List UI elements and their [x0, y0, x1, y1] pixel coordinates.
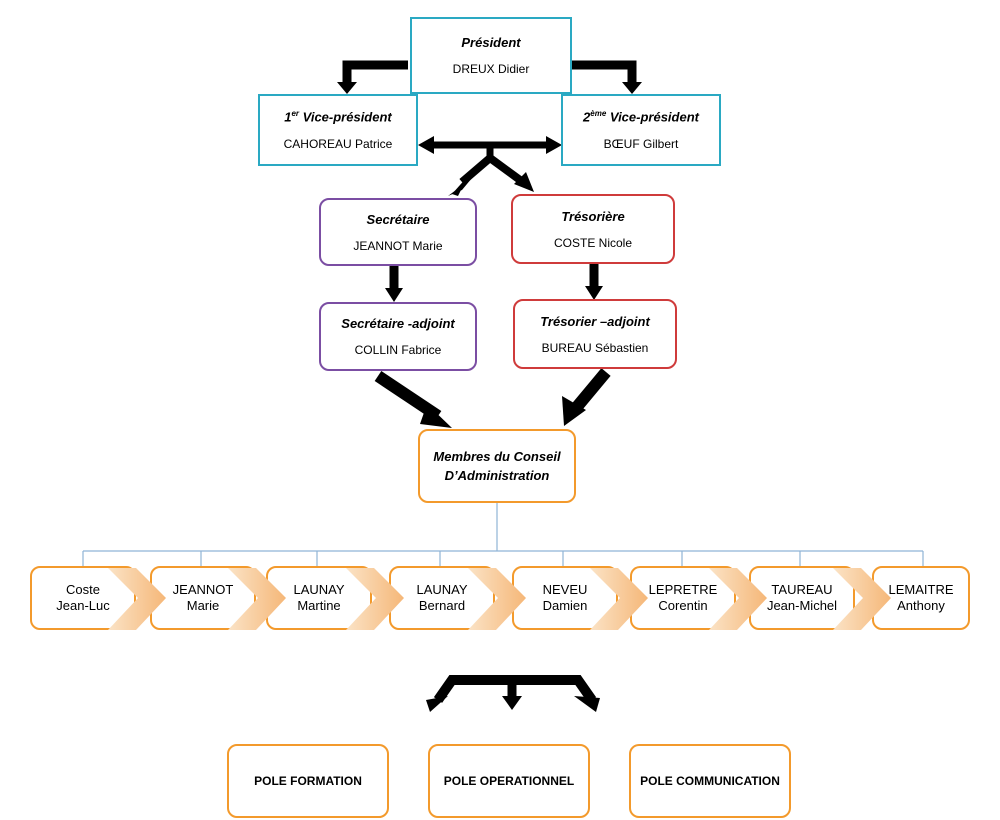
tresoriere-box: Trésorière COSTE Nicole [511, 194, 675, 264]
member-first-name: Jean-Michel [766, 598, 838, 613]
president-name: DREUX Didier [452, 62, 530, 76]
tresorier-adjoint-title: Trésorier –adjoint [540, 313, 650, 329]
member-first-name: Marie [186, 598, 220, 613]
vp1-name: CAHOREAU Patrice [283, 136, 393, 151]
member-first-name: Damien [542, 598, 588, 613]
secretaire-title: Secrétaire [366, 211, 430, 227]
member-first-name: Anthony [897, 598, 945, 613]
member-first-name: Corentin [658, 598, 708, 613]
member-box: Coste Jean-Luc [30, 566, 136, 630]
pole-label: POLE COMMUNICATION [640, 774, 780, 788]
member-box: NEVEU Damien [512, 566, 618, 630]
member-last-name: LEPRETRE [648, 582, 718, 597]
conseil-line1: Membres du Conseil [433, 449, 561, 464]
arrow-secretaire-adjoint-conseil [374, 371, 452, 428]
conseil-line2: D’Administration [444, 468, 550, 483]
member-last-name: LAUNAY [416, 582, 468, 597]
tresoriere-title: Trésorière [561, 208, 625, 224]
tresorier-adjoint-name: BUREAU Sébastien [541, 340, 649, 355]
arrow-tresorier-adjoint-conseil [562, 368, 611, 426]
president-box: Président DREUX Didier [410, 17, 572, 94]
conseil-box: Membres du Conseil D’Administration [418, 429, 576, 503]
arrow-president-vp2 [572, 60, 642, 94]
tree-connector [82, 503, 924, 566]
arrow-vp1-vp2 [418, 136, 562, 196]
president-title: Président [461, 35, 521, 50]
member-first-name: Jean-Luc [56, 598, 110, 613]
pole-box: POLE OPERATIONNEL [428, 744, 590, 818]
arrow-poles [426, 675, 600, 712]
member-box: LAUNAY Bernard [389, 566, 495, 630]
member-box: LEPRETRE Corentin [630, 566, 736, 630]
pole-box: POLE COMMUNICATION [629, 744, 791, 818]
member-box: TAUREAU Jean-Michel [749, 566, 855, 630]
vp2-title: 2ème Vice-président [583, 109, 699, 125]
arrow-tresoriere-adjoint [585, 264, 603, 300]
pole-label: POLE OPERATIONNEL [443, 774, 575, 788]
member-last-name: TAUREAU [771, 582, 833, 597]
vp1-title: 1er Vice-président [284, 109, 392, 125]
member-first-name: Bernard [418, 598, 466, 613]
member-last-name: LEMAITRE [888, 582, 954, 597]
secretaire-name: JEANNOT Marie [353, 238, 443, 253]
member-last-name: JEANNOT [172, 582, 234, 597]
arrow-president-vp1 [337, 60, 408, 94]
member-box: LEMAITRE Anthony [872, 566, 970, 630]
member-first-name: Martine [297, 598, 341, 613]
arrow-secretaire-adjoint [385, 266, 403, 302]
member-box: JEANNOT Marie [150, 566, 256, 630]
member-last-name: Coste [66, 582, 100, 597]
pole-box: POLE FORMATION [227, 744, 389, 818]
member-box: LAUNAY Martine [266, 566, 372, 630]
member-last-name: LAUNAY [293, 582, 345, 597]
vp2-name: BŒUF Gilbert [603, 136, 679, 151]
tresorier-adjoint-box: Trésorier –adjoint BUREAU Sébastien [513, 299, 677, 369]
member-last-name: NEVEU [542, 582, 588, 597]
vp1-box: 1er Vice-président CAHOREAU Patrice [258, 94, 418, 166]
tresoriere-name: COSTE Nicole [553, 235, 633, 250]
secretaire-box: Secrétaire JEANNOT Marie [319, 198, 477, 266]
secretaire-adjoint-name: COLLIN Fabrice [354, 343, 442, 357]
secretaire-adjoint-title: Secrétaire -adjoint [341, 316, 455, 331]
secretaire-adjoint-box: Secrétaire -adjoint COLLIN Fabrice [319, 302, 477, 371]
pole-label: POLE FORMATION [254, 774, 362, 788]
vp2-box: 2ème Vice-président BŒUF Gilbert [561, 94, 721, 166]
